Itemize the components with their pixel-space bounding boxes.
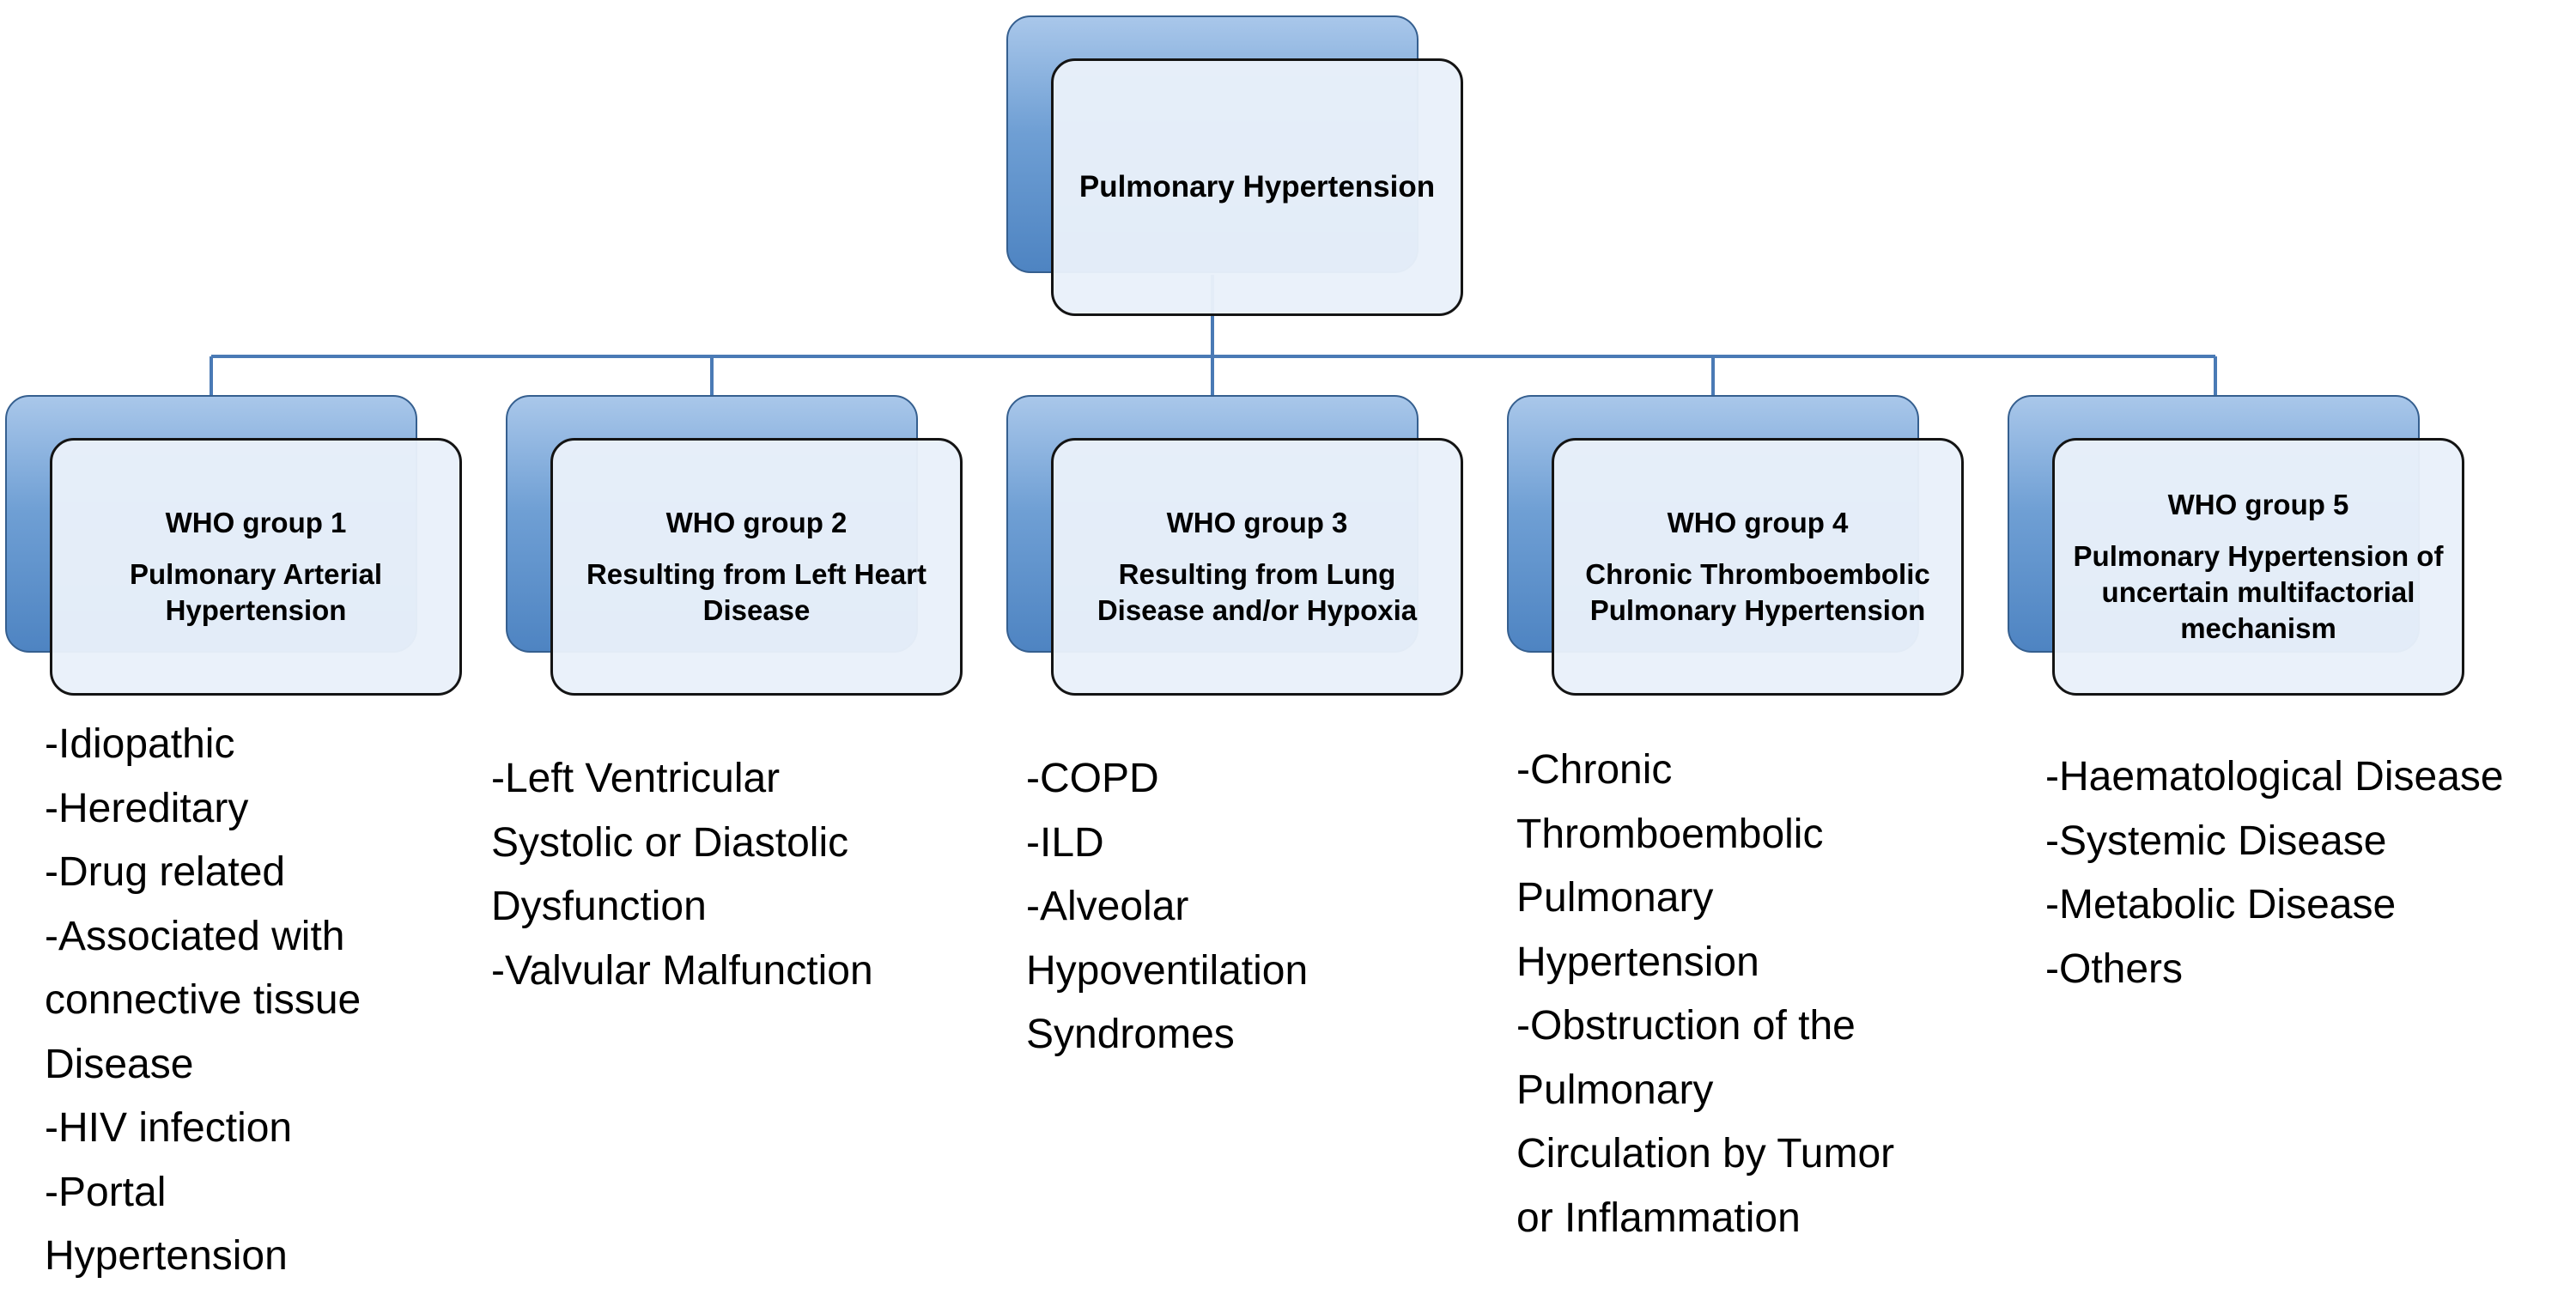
root-node-front: Pulmonary Hypertension	[1051, 58, 1463, 316]
group-label: WHO group 1	[165, 507, 347, 538]
list-item: Thromboembolic	[1516, 811, 1824, 857]
list-item: Hypertension	[45, 1233, 288, 1279]
list-item: -Systemic Disease	[2045, 818, 2387, 864]
list-item: -Hereditary	[45, 785, 249, 831]
list-item: Syndromes	[1026, 1012, 1235, 1057]
group-label: WHO group 4	[1667, 507, 1849, 538]
group-node-front: WHO group 3 Resulting from Lung Disease …	[1051, 438, 1463, 696]
root-node: Pulmonary Hypertension	[1006, 15, 1463, 316]
group-1-list: -Idiopathic -Hereditary -Drug related -A…	[45, 713, 361, 1289]
list-item: connective tissue	[45, 977, 361, 1023]
list-item: -Idiopathic	[45, 721, 235, 767]
group-label: WHO group 5	[2167, 489, 2349, 520]
group-title: Resulting from Left Heart Disease	[586, 558, 927, 626]
list-item: Hypertension	[1516, 939, 1759, 985]
list-item: -Haematological Disease	[2045, 754, 2504, 800]
list-item: -Metabolic Disease	[2045, 882, 2397, 927]
list-item: -Others	[2045, 945, 2184, 992]
list-item: -Valvular Malfunction	[491, 947, 873, 994]
list-item: Systolic or Diastolic	[491, 819, 849, 866]
list-item: -ILD	[1026, 819, 1104, 866]
group-3-list: -COPD -ILD -Alveolar Hypoventilation Syn…	[1026, 747, 1308, 1067]
group-node-front: WHO group 4 Chronic Thromboembolic Pulmo…	[1552, 438, 1964, 696]
group-2-list: -Left Ventricular Systolic or Diastolic …	[491, 747, 873, 1003]
group-node-front: WHO group 1 Pulmonary Arterial Hypertens…	[50, 438, 462, 696]
list-item: -Left Ventricular	[491, 756, 781, 801]
group-5-list: -Haematological Disease -Systemic Diseas…	[2045, 745, 2504, 1001]
list-item: -COPD	[1026, 756, 1159, 801]
list-item: Circulation by Tumor	[1516, 1131, 1895, 1177]
list-item: Pulmonary	[1516, 875, 1714, 921]
group-node-2: WHO group 2 Resulting from Left Heart Di…	[506, 395, 963, 696]
group-4-list: -Chronic Thromboembolic Pulmonary Hypert…	[1516, 739, 1894, 1250]
list-item: -Chronic	[1516, 747, 1673, 793]
list-item: or Inflammation	[1516, 1195, 1801, 1241]
list-item: Hypoventilation	[1026, 947, 1309, 994]
group-node-4: WHO group 4 Chronic Thromboembolic Pulmo…	[1507, 395, 1964, 696]
list-item: -Drug related	[45, 849, 286, 895]
list-item: Disease	[45, 1041, 194, 1087]
group-title: Resulting from Lung Disease and/or Hypox…	[1097, 558, 1418, 626]
group-label: WHO group 2	[665, 507, 848, 538]
group-label: WHO group 3	[1166, 507, 1348, 538]
list-item: -Associated with	[45, 913, 345, 959]
list-item: -Obstruction of the	[1516, 1003, 1856, 1049]
list-item: Dysfunction	[491, 884, 707, 929]
group-node-5: WHO group 5 Pulmonary Hypertension of un…	[2008, 395, 2464, 696]
group-title: Pulmonary Arterial Hypertension	[129, 558, 383, 626]
group-node-front: WHO group 2 Resulting from Left Heart Di…	[550, 438, 963, 696]
group-node-1: WHO group 1 Pulmonary Arterial Hypertens…	[5, 395, 462, 696]
list-item: -HIV infection	[45, 1105, 293, 1151]
root-title: Pulmonary Hypertension	[1078, 170, 1436, 204]
group-title: Pulmonary Hypertension of uncertain mult…	[2073, 540, 2444, 644]
group-node-front: WHO group 5 Pulmonary Hypertension of un…	[2052, 438, 2464, 696]
group-node-3: WHO group 3 Resulting from Lung Disease …	[1006, 395, 1463, 696]
list-item: -Portal	[45, 1169, 167, 1215]
list-item: Pulmonary	[1516, 1067, 1714, 1113]
list-item: -Alveolar	[1026, 884, 1189, 929]
group-title: Chronic Thromboembolic Pulmonary Hyperte…	[1585, 558, 1930, 626]
